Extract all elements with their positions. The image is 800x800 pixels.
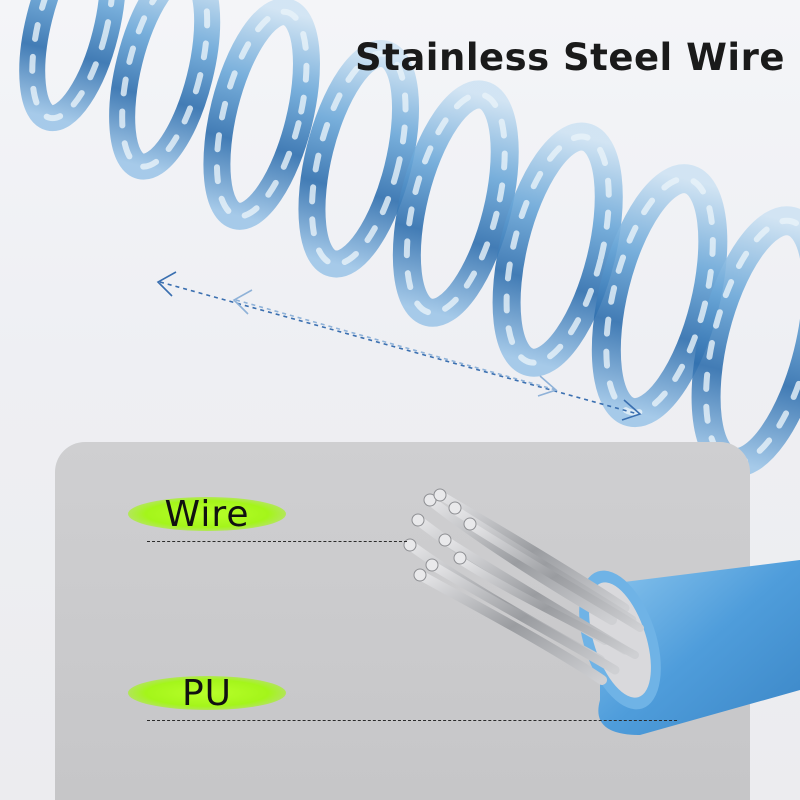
wire-callout: Wire <box>128 494 286 535</box>
pu-callout: PU <box>128 673 286 714</box>
wire-callout-label: Wire <box>164 493 250 535</box>
highlight-marker <box>128 676 286 710</box>
page-title: Stainless Steel Wire <box>355 36 785 79</box>
steel-strands <box>405 490 644 685</box>
coil-spring <box>19 0 800 478</box>
highlight-marker <box>128 497 286 531</box>
pu-leader-line <box>147 720 677 721</box>
stretch-arrow-icon <box>156 271 642 421</box>
pu-callout-label: PU <box>181 672 233 714</box>
wire-leader-line <box>147 541 407 542</box>
strand-ends <box>403 488 477 582</box>
